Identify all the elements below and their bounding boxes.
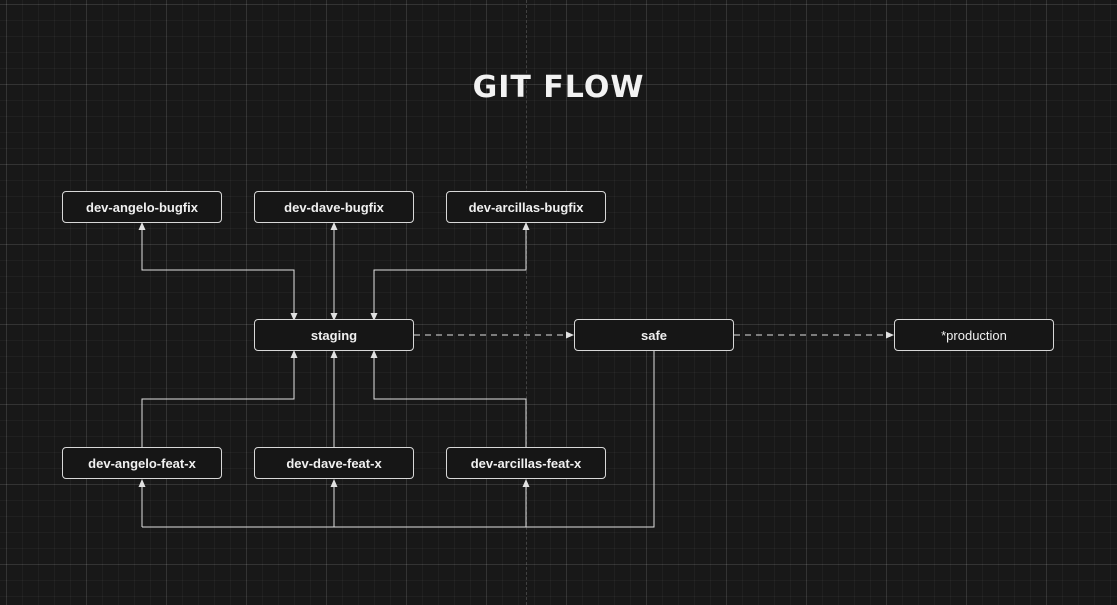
edge-safe-backmerge-trunk [142, 351, 655, 528]
node-dev-dave-feat-x[interactable]: dev-dave-feat-x [254, 447, 414, 479]
edge-arcillas-bugfix-staging [370, 222, 530, 321]
node-dev-angelo-feat-x[interactable]: dev-angelo-feat-x [62, 447, 222, 479]
node-dev-angelo-bugfix[interactable]: dev-angelo-bugfix [62, 191, 222, 223]
diagram-title: GIT FLOW [472, 70, 645, 105]
node-dev-arcillas-feat-x[interactable]: dev-arcillas-feat-x [446, 447, 606, 479]
node-staging[interactable]: staging [254, 319, 414, 351]
node-production[interactable]: *production [894, 319, 1054, 351]
edge-angelo-bugfix-staging [138, 222, 298, 321]
node-safe[interactable]: safe [574, 319, 734, 351]
edge-arcillas-feat-staging [370, 350, 527, 448]
node-dev-arcillas-bugfix[interactable]: dev-arcillas-bugfix [446, 191, 606, 223]
edge-angelo-feat-staging [141, 350, 298, 448]
node-dev-dave-bugfix[interactable]: dev-dave-bugfix [254, 191, 414, 223]
